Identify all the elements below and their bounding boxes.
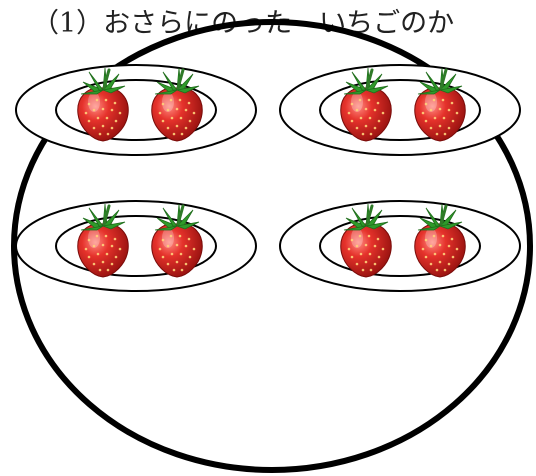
plate-outer-rim bbox=[280, 65, 520, 155]
plate-bottom-left bbox=[16, 201, 256, 291]
plate-bottom-right bbox=[280, 201, 520, 291]
plate-outer-rim bbox=[16, 65, 256, 155]
plate-top-right bbox=[280, 65, 520, 155]
plate-top-left bbox=[16, 65, 256, 155]
plate-outer-rim bbox=[16, 201, 256, 291]
plate-outer-rim bbox=[280, 201, 520, 291]
